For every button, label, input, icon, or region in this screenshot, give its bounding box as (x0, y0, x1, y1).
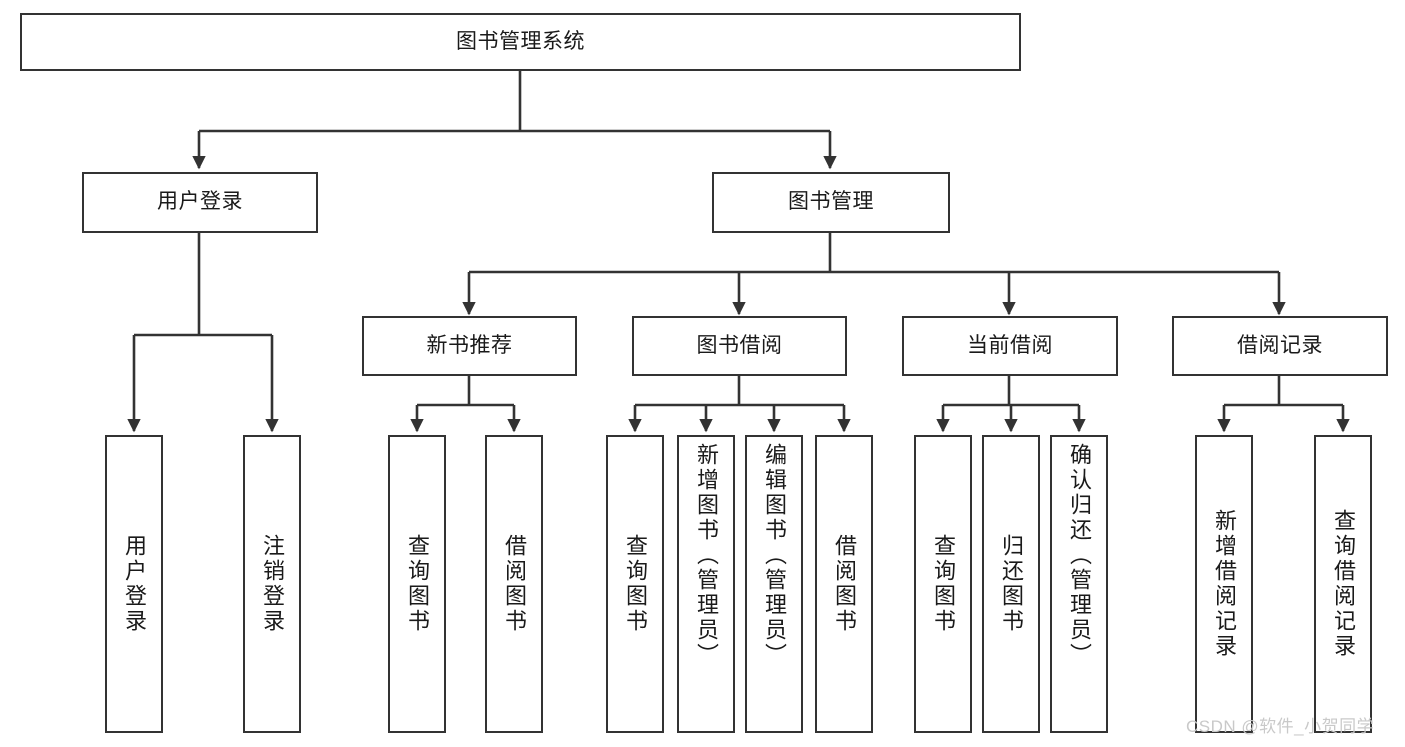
leaf-add-book-admin[interactable]: 新增图书（管理员） (677, 435, 735, 733)
leaf-query-book-current[interactable]: 查询图书 (914, 435, 972, 733)
node-book-borrow[interactable]: 图书借阅 (632, 316, 847, 376)
leaf-borrow-book-borrow[interactable]: 借阅图书 (815, 435, 873, 733)
csdn-watermark: CSDN @软件_小贺同学 (1186, 717, 1375, 736)
node-borrow-record-label: 借阅记录 (1237, 333, 1323, 357)
leaf-borrow-book-new-rec-label: 借阅图书 (502, 534, 527, 634)
leaf-user-login[interactable]: 用户登录 (105, 435, 163, 733)
leaf-logout-login[interactable]: 注销登录 (243, 435, 301, 733)
leaf-add-borrow-record[interactable]: 新增借阅记录 (1195, 435, 1253, 733)
leaf-edit-book-admin[interactable]: 编辑图书（管理员） (745, 435, 803, 733)
leaf-edit-book-admin-label: 编辑图书（管理员） (762, 443, 787, 668)
node-user-login[interactable]: 用户登录 (82, 172, 318, 233)
leaf-return-book-label: 归还图书 (999, 534, 1024, 634)
node-book-borrow-label: 图书借阅 (696, 333, 783, 357)
node-book-manage-label: 图书管理 (788, 190, 874, 214)
leaf-add-borrow-record-label: 新增借阅记录 (1212, 509, 1237, 659)
leaf-query-book-current-label: 查询图书 (931, 534, 956, 634)
leaf-confirm-return-admin[interactable]: 确认归还（管理员） (1050, 435, 1108, 733)
leaf-query-book-new-rec-label: 查询图书 (405, 534, 430, 634)
leaf-query-borrow-record-label: 查询借阅记录 (1331, 509, 1356, 659)
node-user-login-label: 用户登录 (157, 190, 243, 214)
node-new-book-rec[interactable]: 新书推荐 (362, 316, 577, 376)
leaf-query-book-new-rec[interactable]: 查询图书 (388, 435, 446, 733)
node-current-borrow-label: 当前借阅 (967, 333, 1053, 357)
node-book-manage[interactable]: 图书管理 (712, 172, 950, 233)
leaf-borrow-book-new-rec[interactable]: 借阅图书 (485, 435, 543, 733)
leaf-query-book-borrow[interactable]: 查询图书 (606, 435, 664, 733)
leaf-query-borrow-record[interactable]: 查询借阅记录 (1314, 435, 1372, 733)
leaf-borrow-book-borrow-label: 借阅图书 (832, 534, 857, 634)
leaf-user-login-label: 用户登录 (122, 534, 147, 634)
leaf-add-book-admin-label: 新增图书（管理员） (694, 443, 719, 668)
node-root-label: 图书管理系统 (456, 29, 585, 53)
node-root[interactable]: 图书管理系统 (20, 13, 1021, 71)
leaf-confirm-return-admin-label: 确认归还（管理员） (1067, 443, 1092, 668)
node-borrow-record[interactable]: 借阅记录 (1172, 316, 1388, 376)
node-current-borrow[interactable]: 当前借阅 (902, 316, 1118, 376)
leaf-logout-login-label: 注销登录 (260, 534, 285, 634)
leaf-return-book[interactable]: 归还图书 (982, 435, 1040, 733)
node-new-book-rec-label: 新书推荐 (426, 333, 513, 357)
leaf-query-book-borrow-label: 查询图书 (623, 534, 648, 634)
